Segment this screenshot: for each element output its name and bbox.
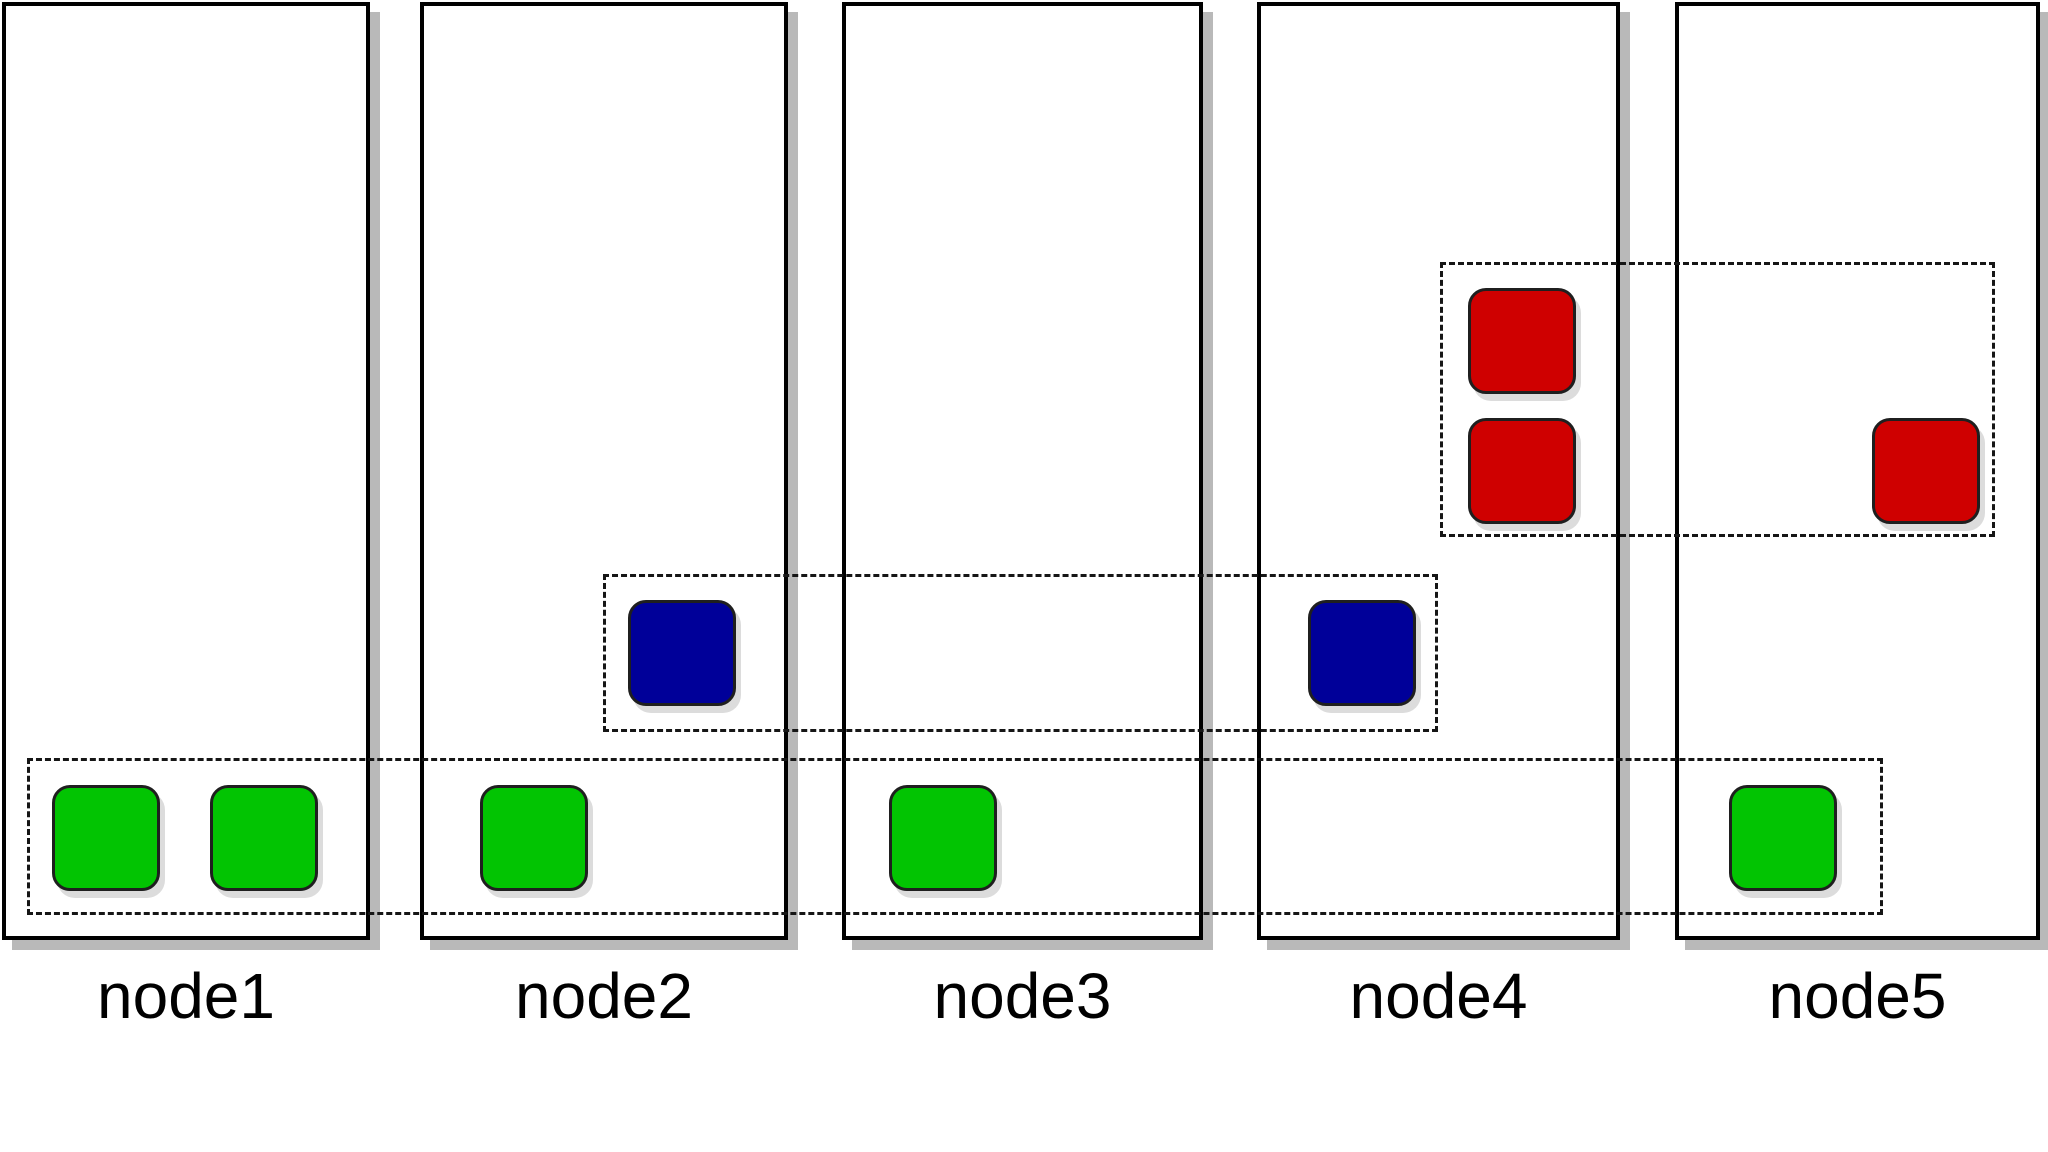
block-green-2 <box>210 785 318 891</box>
group-outline-blue <box>603 574 1438 732</box>
block-green-4 <box>889 785 997 891</box>
group-outline-green <box>27 758 1883 915</box>
node-box-node1 <box>2 2 370 940</box>
node-label-node3: node3 <box>933 960 1112 1032</box>
node-label-node2: node2 <box>515 960 693 1032</box>
node-box-node2 <box>420 2 788 940</box>
block-blue-2 <box>1308 600 1416 706</box>
block-red-1 <box>1468 288 1576 394</box>
node-label-node4: node4 <box>1349 960 1528 1032</box>
block-red-3 <box>1872 418 1980 524</box>
node-box-node3 <box>842 2 1203 940</box>
block-green-3 <box>480 785 588 891</box>
node-label-node5: node5 <box>1768 960 1947 1032</box>
block-green-1 <box>52 785 160 891</box>
block-red-2 <box>1468 418 1576 524</box>
block-blue-1 <box>628 600 736 706</box>
block-green-5 <box>1729 785 1837 891</box>
node-label-node1: node1 <box>97 960 275 1032</box>
group-outline-red <box>1440 262 1995 537</box>
